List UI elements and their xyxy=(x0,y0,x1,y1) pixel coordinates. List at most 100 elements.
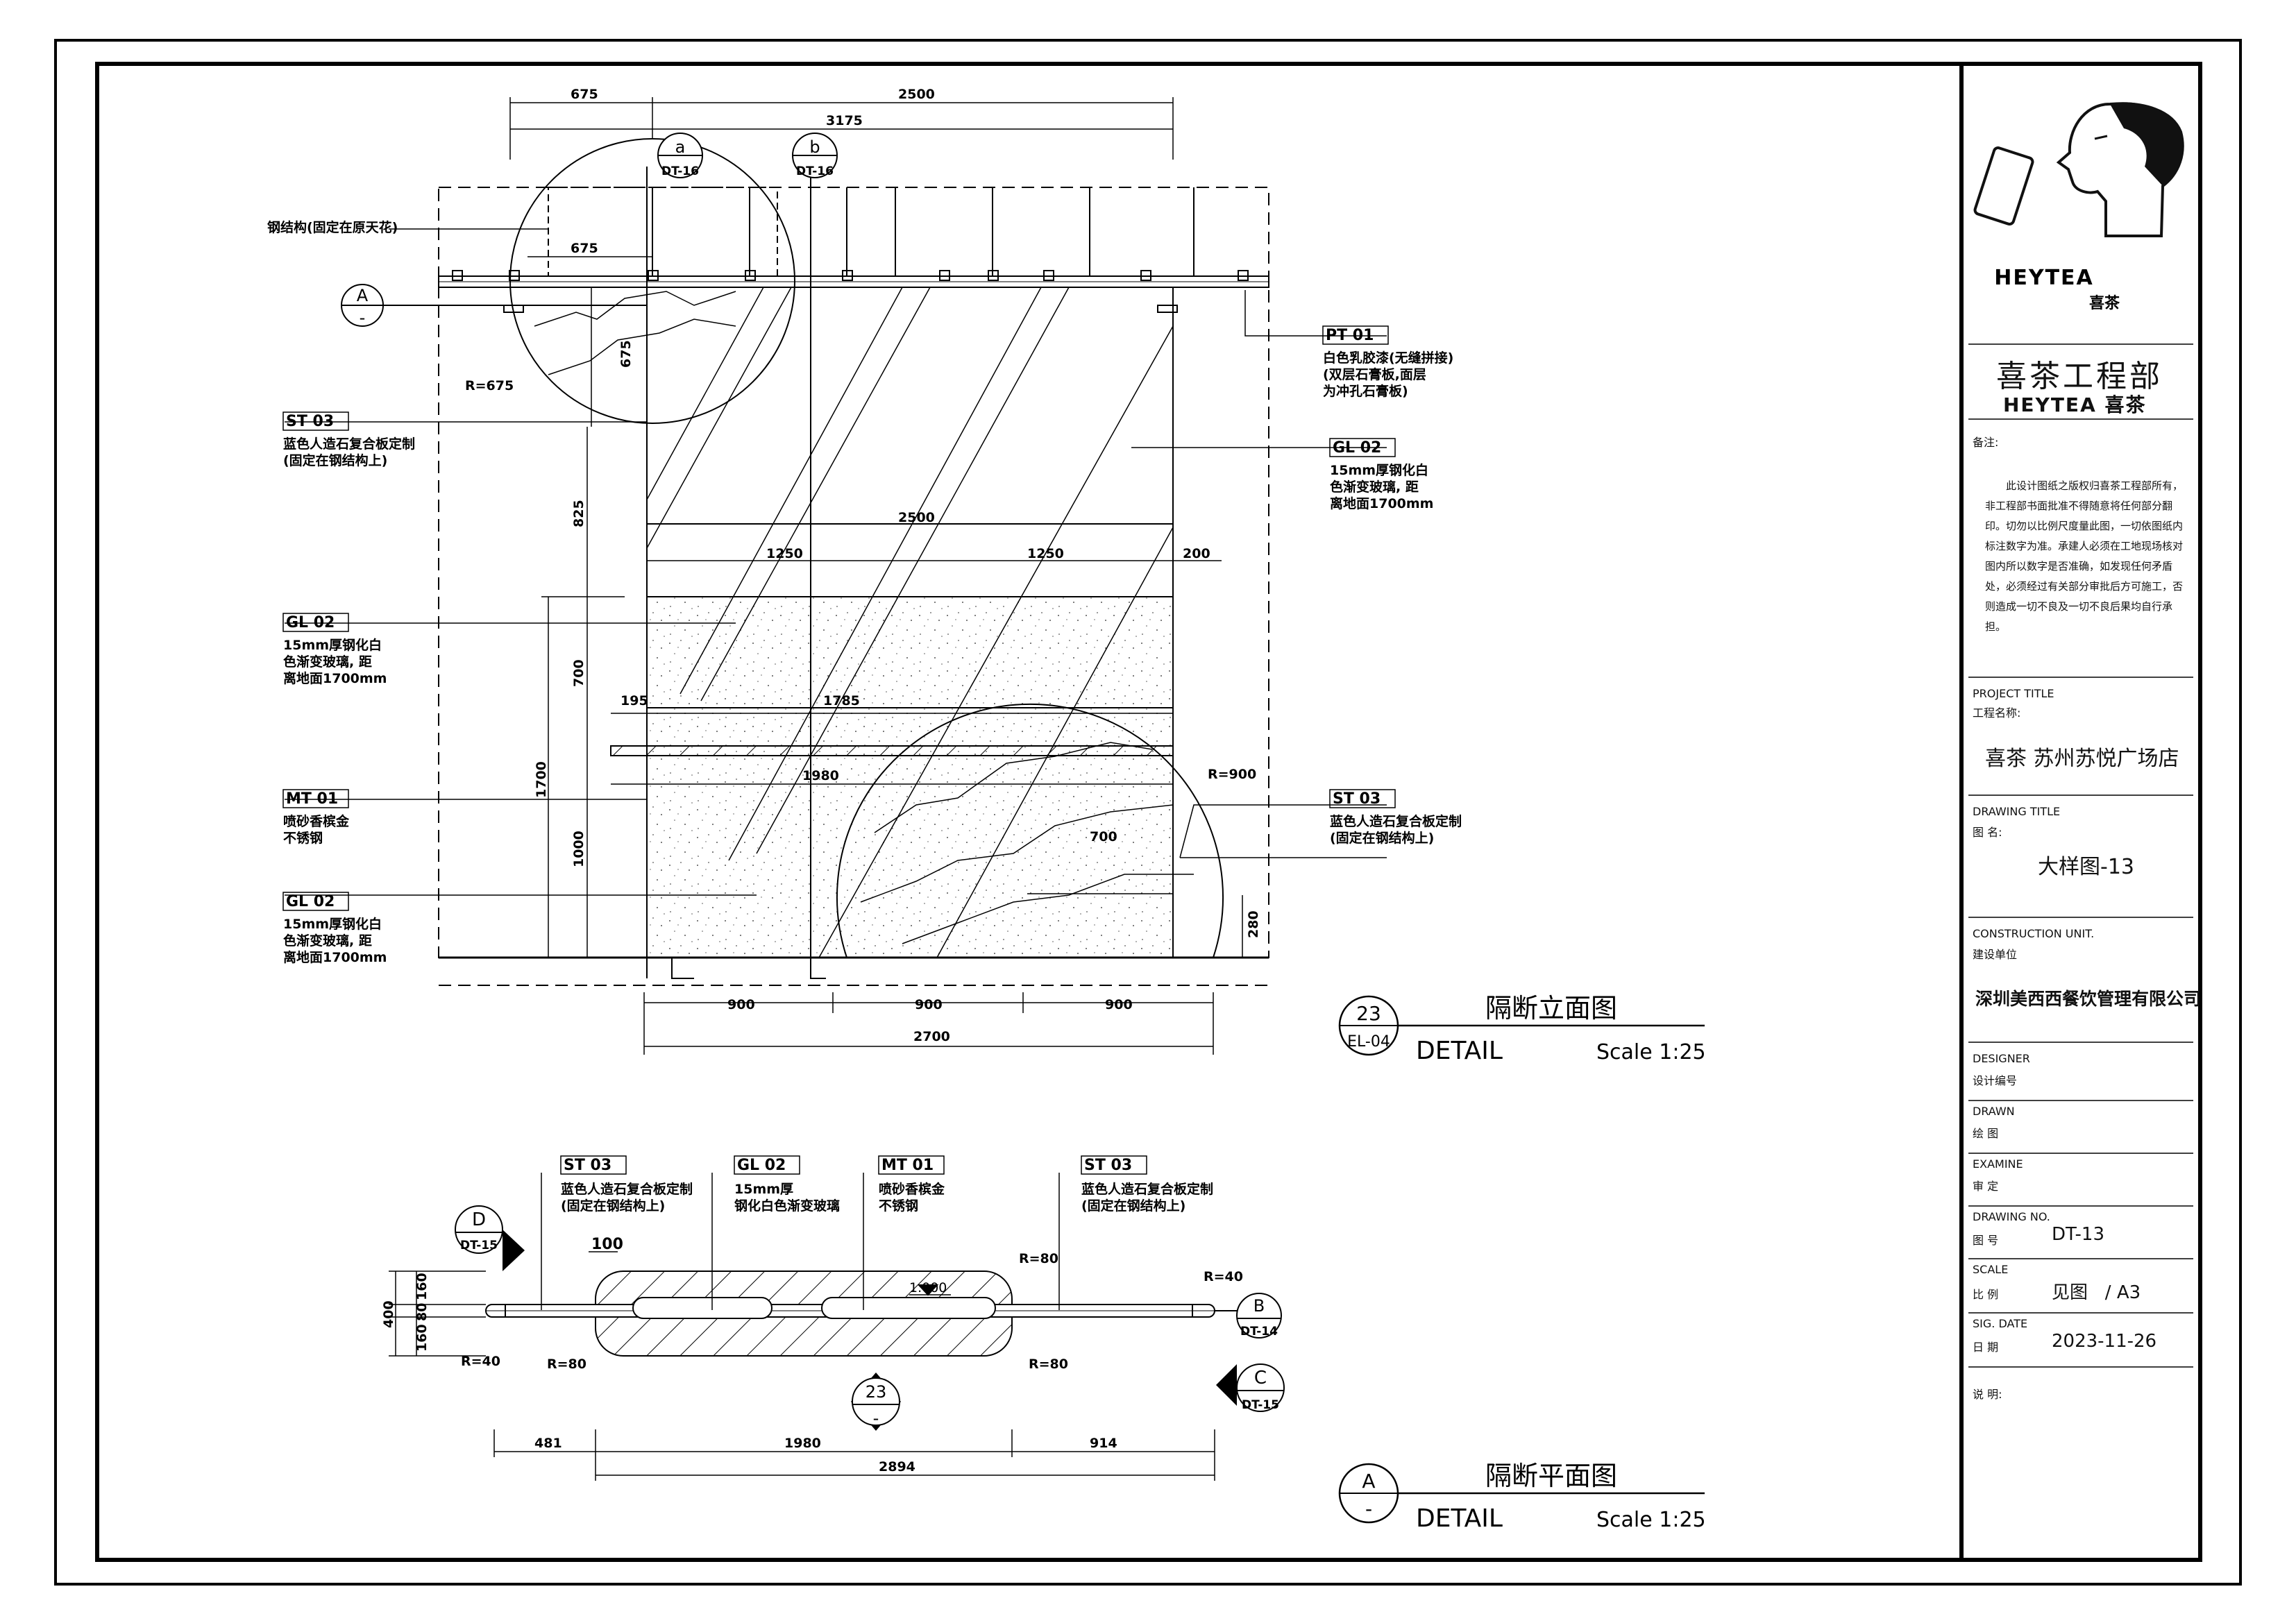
dim-1980: 1980 xyxy=(802,768,839,783)
elevation-leaders xyxy=(285,228,1387,896)
plan-mark-B: B DT-14 xyxy=(1215,1293,1282,1339)
code-gl02-b: GL 02 xyxy=(286,893,335,910)
text-gl02-a-2: 色渐变玻璃, 距 xyxy=(283,654,372,670)
plan-radius-40-a: R=40 xyxy=(461,1354,500,1369)
construction-cn: 建设单位 xyxy=(1973,948,2018,961)
ceiling-hangers xyxy=(452,187,1249,281)
text-mt01-2: 不锈钢 xyxy=(283,831,323,846)
plan-text-st03-a-1: 蓝色人造石复合板定制 xyxy=(561,1181,693,1197)
text-gl02-b-3: 离地面1700mm xyxy=(283,949,387,965)
plan-text-gl02-1: 15mm厚 xyxy=(734,1182,793,1197)
plan-dim-2894: 2894 xyxy=(879,1459,915,1475)
text-mt01-1: 喷砂香槟金 xyxy=(283,813,350,829)
plan-text-st03-b-2: (固定在钢结构上) xyxy=(1081,1198,1185,1214)
dim-1250-b: 1250 xyxy=(1027,546,1064,561)
text-gl02-a-1: 15mm厚钢化白 xyxy=(283,637,382,653)
explain-label: 说 明: xyxy=(1973,1388,2002,1401)
label-steel-structure: 钢结构(固定在原天花) xyxy=(267,219,398,235)
plan-drawing xyxy=(485,1271,1215,1357)
heytea-logo: HEYTEA 喜茶 xyxy=(1973,102,2184,312)
plan-dim-1980: 1980 xyxy=(784,1436,821,1451)
plan-title-en: DETAIL xyxy=(1416,1504,1503,1533)
plan-code-st03-a: ST 03 xyxy=(564,1157,611,1174)
text-gl02-a-3: 离地面1700mm xyxy=(283,670,387,686)
outer-frame xyxy=(54,39,2242,1586)
drawn-en: DRAWN xyxy=(1973,1105,2015,1118)
svg-text:-: - xyxy=(873,1409,879,1428)
glass-diagonals xyxy=(646,287,1174,958)
construction-en: CONSTRUCTION UNIT. xyxy=(1973,927,2095,940)
dept-name-cn: 喜茶工程部 xyxy=(1996,359,2163,394)
dim-280: 280 xyxy=(1246,910,1261,938)
text-st03-b-2: (固定在钢结构上) xyxy=(1330,830,1434,846)
code-st03-a: ST 03 xyxy=(286,413,334,430)
text-pt01-2: (双层石膏板,面层 xyxy=(1323,366,1426,382)
text-pt01-3: 为冲孔石膏板) xyxy=(1323,383,1408,399)
examine-en: EXAMINE xyxy=(1973,1157,2023,1171)
drawing-title-cn: 图 名: xyxy=(1973,826,2002,839)
dim-675-h: 675 xyxy=(571,241,598,256)
plan-mark-23: 23 - xyxy=(851,1373,901,1431)
drawing-no-en: DRAWING NO. xyxy=(1973,1210,2050,1223)
drawn-cn: 绘 图 xyxy=(1973,1127,1999,1140)
text-gl02-c-3: 离地面1700mm xyxy=(1330,495,1433,511)
plan-radius-80-b: R=80 xyxy=(1019,1251,1058,1266)
dim-200: 200 xyxy=(1183,546,1210,561)
plan-dim-160-a: 160 xyxy=(414,1273,430,1300)
dim-900-a: 900 xyxy=(727,997,755,1012)
section-mark-a: a DT-16 xyxy=(657,133,703,178)
designer-cn: 设计编号 xyxy=(1973,1074,2018,1087)
brand-logo-text: HEYTEA xyxy=(1994,266,2094,290)
plan-labels: ST 03 蓝色人造石复合板定制 (固定在钢结构上) GL 02 15mm厚 钢… xyxy=(560,1155,1213,1214)
date-cn: 日 期 xyxy=(1973,1341,1999,1354)
radius-900: R=900 xyxy=(1208,767,1256,782)
plan-mark-C: C DT-15 xyxy=(1216,1363,1285,1412)
drawing-number: DT-13 xyxy=(2052,1224,2104,1245)
section-mark-b: b DT-16 xyxy=(792,133,838,178)
code-mt01: MT 01 xyxy=(286,790,338,808)
plan-dim-914: 914 xyxy=(1090,1436,1117,1451)
steel-structure-box xyxy=(548,187,778,277)
radius-675: R=675 xyxy=(465,378,514,393)
dim-3175: 3175 xyxy=(826,113,863,128)
svg-text:DT-14: DT-14 xyxy=(1240,1325,1278,1339)
date-en: SIG. DATE xyxy=(1973,1317,2028,1330)
svg-text:A: A xyxy=(357,286,369,305)
examine-cn: 审 定 xyxy=(1973,1180,1999,1193)
elevation-title-ref: EL-04 xyxy=(1347,1033,1390,1051)
designer-en: DESIGNER xyxy=(1973,1052,2030,1065)
plan-code-mt01: MT 01 xyxy=(881,1157,934,1174)
text-gl02-b-2: 色渐变玻璃, 距 xyxy=(283,933,372,949)
drawing-title-en: DRAWING TITLE xyxy=(1973,805,2061,818)
plan-code-gl02: GL 02 xyxy=(737,1157,786,1174)
dim-1700: 1700 xyxy=(534,761,549,798)
date-value: 2023-11-26 xyxy=(2052,1331,2157,1352)
construction-unit: 深圳美西西餐饮管理有限公司 xyxy=(1975,989,2202,1009)
dim-825: 825 xyxy=(571,500,586,527)
elevation-title-scale: Scale 1:25 xyxy=(1596,1040,1706,1064)
elevation-title-en: DETAIL xyxy=(1416,1037,1503,1065)
svg-text:a: a xyxy=(675,137,686,157)
svg-text:DT-15: DT-15 xyxy=(1242,1398,1279,1412)
elevation-boundary xyxy=(438,187,1269,958)
elevation-labels: 钢结构(固定在原天花) ST 03 蓝色人造石复合板定制 (固定在钢结构上) G… xyxy=(267,219,1462,965)
text-pt01-1: 白色乳胶漆(无缝拼接) xyxy=(1323,350,1453,366)
cup-icon xyxy=(1973,146,2034,226)
dim-1000: 1000 xyxy=(571,831,586,867)
elevation-title-cn: 隔断立面图 xyxy=(1485,993,1617,1023)
dept-name-en: HEYTEA 喜茶 xyxy=(2003,393,2147,416)
svg-text:-: - xyxy=(360,308,366,328)
title-block xyxy=(1968,343,2193,1368)
code-st03-b: ST 03 xyxy=(1333,790,1381,808)
scale-value: 见图 / A3 xyxy=(2052,1282,2141,1303)
dim-675-v: 675 xyxy=(618,340,634,368)
elevation-drawing xyxy=(438,138,1269,986)
code-gl02-c: GL 02 xyxy=(1333,439,1381,457)
plan-radius-80-a: R=80 xyxy=(547,1357,586,1372)
plan-title-ref: - xyxy=(1365,1497,1372,1520)
plan-dim-100: 100 xyxy=(591,1236,623,1253)
dim-2700: 2700 xyxy=(913,1029,950,1044)
inner-frame xyxy=(95,62,2202,1562)
plan-dim-160-b: 160 xyxy=(414,1324,430,1352)
plan-level-mark: 1.000 xyxy=(909,1280,947,1295)
